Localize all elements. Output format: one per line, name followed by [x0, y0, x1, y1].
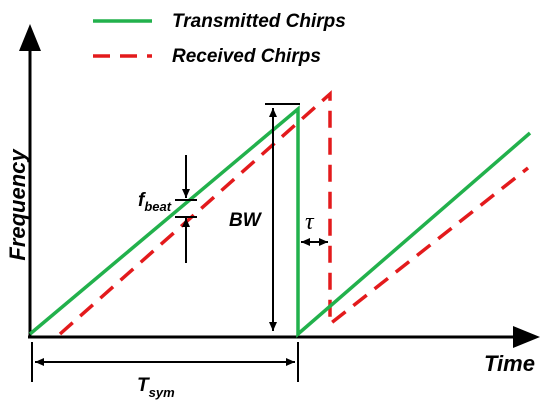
beat-frequency-main: f	[138, 190, 146, 211]
period-subscript: sym	[149, 385, 175, 400]
delay-label: τ	[305, 209, 315, 235]
x-axis-arrowhead	[513, 326, 540, 348]
legend-received-label: Received Chirps	[172, 46, 321, 67]
period-main: T	[137, 375, 150, 396]
beat-frequency-label: fbeat	[138, 190, 172, 214]
legend-transmitted-label: Transmitted Chirps	[172, 11, 346, 32]
y-axis-label: Frequency	[5, 148, 30, 261]
bandwidth-label: BW	[229, 210, 263, 231]
transmitted-chirp-line	[28, 105, 532, 338]
y-axis-arrowhead	[19, 24, 41, 51]
beat-frequency-subscript: beat	[144, 199, 171, 214]
x-axis-label: Time	[484, 351, 535, 376]
received-chirp-line	[58, 90, 530, 336]
period-label: Tsym	[137, 375, 175, 400]
